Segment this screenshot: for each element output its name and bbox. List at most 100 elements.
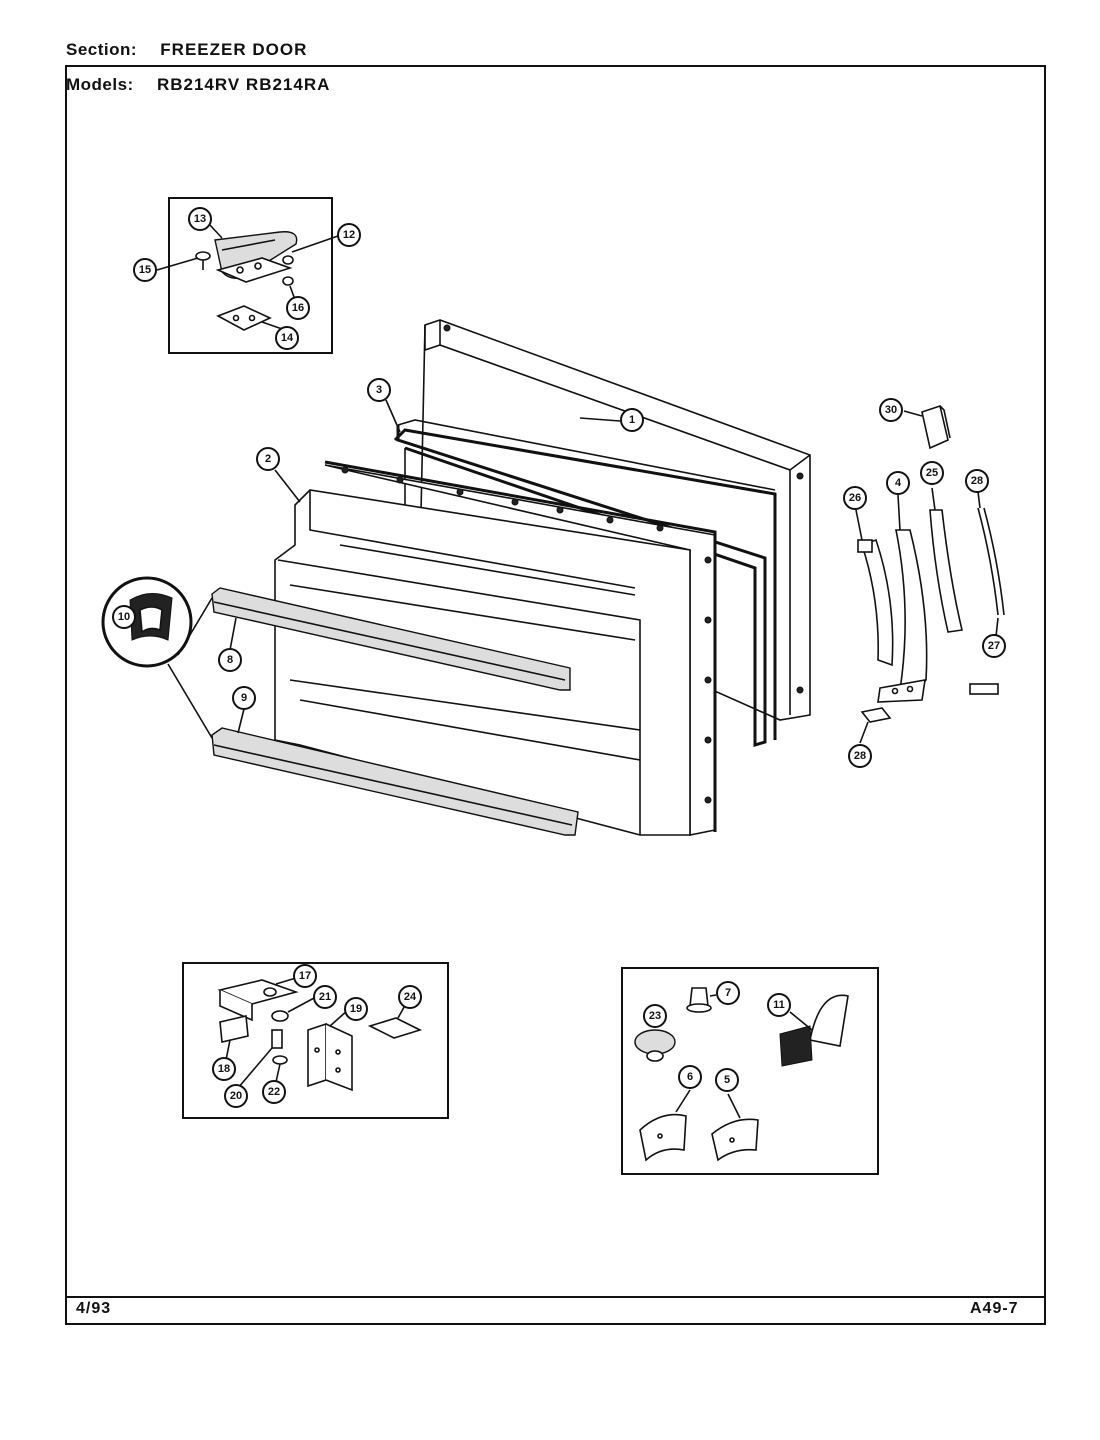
fastener-part-7 [686, 987, 712, 1013]
svg-text:18: 18 [218, 1063, 230, 1075]
handle-bracket-part-4 [877, 529, 928, 703]
callout-27: 27 [982, 634, 1006, 658]
hinge-plate-part-19 [307, 1022, 353, 1092]
svg-text:9: 9 [241, 692, 247, 704]
svg-text:16: 16 [292, 302, 304, 314]
svg-text:22: 22 [268, 1086, 280, 1098]
callout-17: 17 [293, 964, 317, 988]
handle-insert-part-25 [929, 509, 963, 633]
callout-18: 18 [212, 1057, 236, 1081]
svg-text:25: 25 [926, 467, 938, 479]
svg-text:15: 15 [139, 264, 151, 276]
handle-cap-part-30 [903, 404, 951, 450]
svg-text:14: 14 [281, 332, 294, 344]
callout-19: 19 [344, 997, 368, 1021]
svg-text:5: 5 [724, 1074, 730, 1086]
callout-21: 21 [313, 985, 337, 1009]
section-title: FREEZER DOOR [160, 40, 308, 59]
callout-28-top: 28 [965, 469, 989, 493]
washer-part-16 [282, 276, 294, 286]
bottom-hinge-inset-box [182, 962, 449, 1119]
svg-text:10: 10 [118, 611, 130, 623]
clip-part-6 [639, 1113, 687, 1162]
callout-20: 20 [224, 1084, 248, 1108]
svg-text:6: 6 [687, 1071, 693, 1083]
svg-text:3: 3 [376, 384, 382, 396]
hinge-part-17 [217, 979, 299, 1022]
svg-text:28: 28 [854, 750, 866, 762]
end-cap-part-27 [969, 683, 999, 695]
svg-text:13: 13 [194, 213, 206, 225]
svg-text:30: 30 [885, 404, 897, 416]
callout-9: 9 [232, 686, 256, 710]
bottom-rail-part-9 [211, 727, 579, 836]
screw-part-15 [195, 251, 211, 270]
callout-26: 26 [843, 486, 867, 510]
callout-16: 16 [286, 296, 310, 320]
callout-8: 8 [218, 648, 242, 672]
svg-text:28: 28 [971, 475, 983, 487]
callout-6: 6 [678, 1065, 702, 1089]
bracket-part-24 [367, 1017, 423, 1039]
svg-text:21: 21 [319, 991, 331, 1003]
callout-25: 25 [920, 461, 944, 485]
footer-code: A49-7 [970, 1300, 1019, 1317]
callout-1: 1 [620, 408, 644, 432]
svg-text:17: 17 [299, 970, 311, 982]
clip-part-5 [711, 1118, 759, 1162]
callout-12: 12 [337, 223, 361, 247]
shim-part-18 [219, 1015, 249, 1043]
callout-22: 22 [262, 1080, 286, 1104]
callout-30: 30 [879, 398, 903, 422]
shelf-rail-part-8 [211, 587, 571, 691]
callout-13: 13 [188, 207, 212, 231]
svg-text:11: 11 [773, 999, 785, 1011]
svg-text:19: 19 [350, 1003, 362, 1015]
shim-part-14 [216, 305, 272, 331]
callout-4: 4 [886, 471, 910, 495]
washer-part-22 [272, 1055, 288, 1065]
accessory-parts-inset-box [621, 967, 879, 1175]
handle-part-26 [857, 538, 894, 667]
callout-3: 3 [367, 378, 391, 402]
callout-2: 2 [256, 447, 280, 471]
callout-28-bottom: 28 [848, 744, 872, 768]
footer-date: 4/93 [76, 1300, 112, 1317]
callout-5: 5 [715, 1068, 739, 1092]
models-list: RB214RV RB214RA [156, 75, 331, 94]
svg-text:7: 7 [725, 987, 731, 999]
callout-14: 14 [275, 326, 299, 350]
top-hinge-inset-box [168, 197, 333, 354]
button-part-23 [634, 1029, 676, 1062]
svg-text:4: 4 [895, 477, 902, 489]
callout-10: 10 [112, 605, 136, 629]
svg-text:24: 24 [404, 991, 417, 1003]
shim-part-29 [860, 707, 892, 723]
handle-trim-part-28 [977, 507, 1005, 616]
callout-7: 7 [716, 981, 740, 1005]
washer-part-21 [271, 1010, 289, 1022]
handle-grip-part-11 [779, 994, 849, 1067]
models-label: Models: [66, 75, 134, 94]
svg-text:8: 8 [227, 654, 233, 666]
svg-text:27: 27 [988, 640, 1000, 652]
footer-divider [65, 1296, 1046, 1298]
svg-text:12: 12 [343, 229, 355, 241]
svg-text:20: 20 [230, 1090, 242, 1102]
svg-text:26: 26 [849, 492, 861, 504]
svg-text:2: 2 [265, 453, 271, 465]
models-header: Models: RB214RV RB214RA [66, 75, 330, 95]
svg-text:1: 1 [629, 414, 635, 426]
diagram-frame [65, 65, 1046, 1325]
callout-11: 11 [767, 993, 791, 1017]
end-cap-detail-part-10 [101, 576, 213, 739]
callout-15: 15 [133, 258, 157, 282]
svg-text:23: 23 [649, 1010, 661, 1022]
section-header: Section: FREEZER DOOR [66, 40, 307, 60]
section-label: Section: [66, 40, 138, 59]
pin-part-20 [271, 1029, 283, 1049]
callout-23: 23 [643, 1004, 667, 1028]
callout-24: 24 [398, 985, 422, 1009]
hinge-plate-part-12 [215, 255, 294, 283]
